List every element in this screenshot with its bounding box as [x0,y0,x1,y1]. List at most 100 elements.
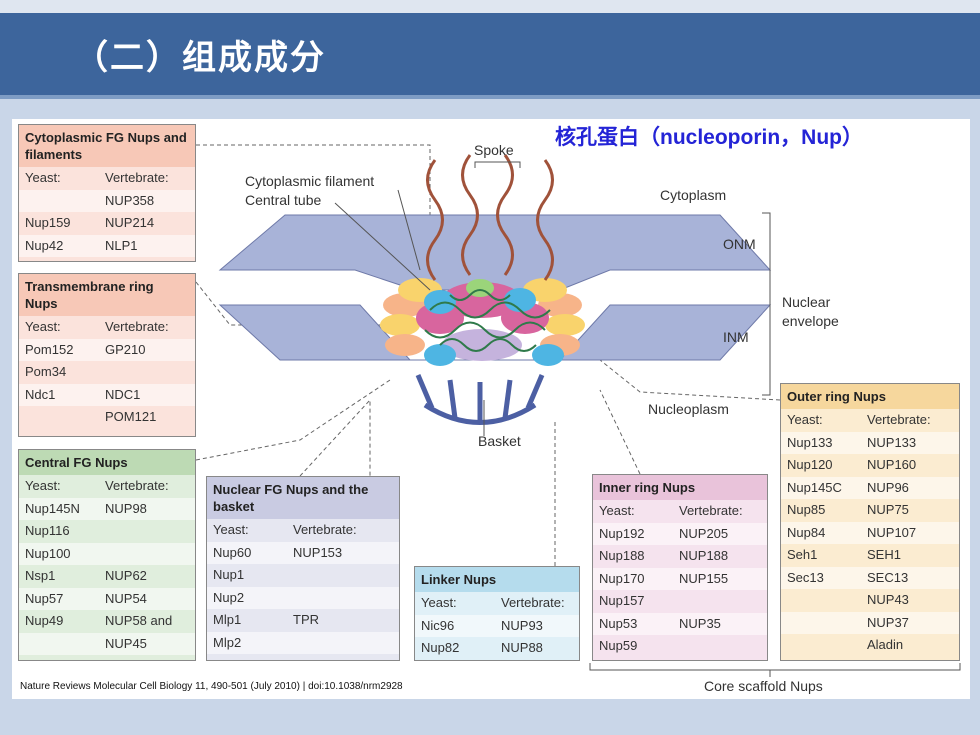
yeast-cell: Yeast: [213,522,249,537]
nup-row: Yeast:Vertebrate: [19,316,195,339]
slide-header [0,13,980,95]
nup-row: Nup57 NUP54 [19,587,195,610]
vertebrate-cell [679,590,767,613]
top-band [0,0,980,13]
label-envelope: envelope [782,313,839,329]
yeast-cell: Nic96 [421,617,455,633]
vertebrate-cell: TPR [293,612,319,627]
label-core-scaffold: Core scaffold Nups [704,678,823,694]
yeast-cell: Yeast: [599,503,635,518]
yeast-cell: Pom34 [25,364,67,379]
vertebrate-cell: NUP37 [867,614,909,630]
label-inm: INM [723,329,749,345]
vertebrate-cell: NUP107 [867,524,917,540]
yeast-cell: Nup170 [599,570,645,586]
central-fg-mesh [424,289,551,352]
nup-row: NUP45 [19,632,195,656]
vertebrate-cell: NUP93 [501,617,543,633]
yeast-cell: Nup59 [599,638,638,653]
yeast-cell: Nup49 [25,613,64,628]
vertebrate-cell: NUP88 [501,640,543,655]
vertebrate-cell [293,587,399,610]
vertebrate-cell [105,520,195,543]
yeast-cell: Nup57 [25,590,64,606]
box-cytoplasmic-fg: Cytoplasmic FG Nups and filaments Yeast:… [18,124,196,262]
nup-row: Aladin [781,634,959,657]
vertebrate-cell [679,635,767,658]
vertebrate-cell: NUP133 [867,434,917,450]
label-nuclear: Nuclear [782,294,831,310]
yeast-cell: Nup145N [25,500,80,516]
vertebrate-cell: NUP160 [867,457,917,472]
vertebrate-cell: NUP62 [105,568,147,583]
yeast-cell: Nup85 [787,502,826,517]
vertebrate-cell: NUP96 [867,479,909,495]
yeast-cell [787,612,867,635]
vertebrate-cell: NUP58 and [105,613,173,628]
yeast-cell: Nup188 [599,548,645,563]
box-transmembrane-ring: Transmembrane ring Nups Yeast:Vertebrate… [18,273,196,437]
nup-row: Yeast:Vertebrate: [593,500,767,523]
nup-row: Nup1 [207,564,399,587]
nup-row: Yeast: Vertebrate: [415,592,579,615]
vertebrate-cell: Vertebrate: [105,170,169,185]
yeast-cell [25,633,105,656]
vertebrate-cell: NUP43 [867,592,909,607]
label-central-tube: Central tube [245,192,322,208]
yeast-cell: Nup100 [25,545,71,561]
yeast-cell: Nup157 [599,593,645,608]
vertebrate-cell: NUP45 [105,635,147,651]
yeast-cell: Nup84 [787,524,826,540]
label-cyto-filament: Cytoplasmic filament [245,173,375,189]
nucleoporin-subtitle: 核孔蛋白（nucleoporin，Nup） [555,126,863,149]
vertebrate-cell [105,543,195,566]
label-nucleoplasm: Nucleoplasm [648,401,729,417]
header-divider [0,95,980,99]
nup-row: Nup170 NUP155 [593,567,767,590]
yeast-cell: Nup82 [421,640,460,655]
yeast-cell: Sec13 [787,569,824,585]
yeast-cell: Nup60 [213,544,252,560]
citation: Nature Reviews Molecular Cell Biology 11… [20,681,403,692]
vertebrate-cell [105,361,195,384]
vertebrate-cell: NUP155 [679,570,729,586]
yeast-cell: Nup53 [599,615,638,631]
yeast-cell: Yeast: [421,595,457,610]
nup-row: Nic96 NUP93 [415,614,579,637]
yeast-cell [787,634,867,657]
vertebrate-cell: Vertebrate: [293,522,357,537]
box-nuclear-fg: Nuclear FG Nups and the basket Yeast: Ver… [206,476,400,661]
nup-row: Mlp1 TPR [207,609,399,632]
box-title: Nuclear FG Nups and the basket [207,477,399,519]
nup-row: Nup145N NUP98 [19,497,195,520]
vertebrate-cell: NUP35 [679,615,721,631]
vertebrate-cell [293,564,399,587]
vertebrate-cell: NUP54 [105,590,147,606]
vertebrate-cell: NUP98 [105,500,147,516]
vertebrate-cell: POM121 [105,409,157,424]
nup-row: Nup85 NUP75 [781,499,959,522]
label-spoke: Spoke [474,142,514,158]
nuclear-basket [415,374,545,425]
nup-row: POM121 [19,406,195,429]
vertebrate-cell: Vertebrate: [501,595,565,610]
box-title: Outer ring Nups [781,384,959,409]
yeast-cell: Yeast: [25,319,61,334]
nup-row: Nup157 [593,590,767,613]
vertebrate-cell: NUP75 [867,502,909,517]
yeast-cell: Nup116 [25,523,70,538]
vertebrate-cell: NUP205 [679,525,729,541]
vertebrate-cell: SEH1 [867,547,901,562]
yeast-cell: Yeast: [787,412,823,427]
yeast-cell: Mlp1 [213,612,242,627]
